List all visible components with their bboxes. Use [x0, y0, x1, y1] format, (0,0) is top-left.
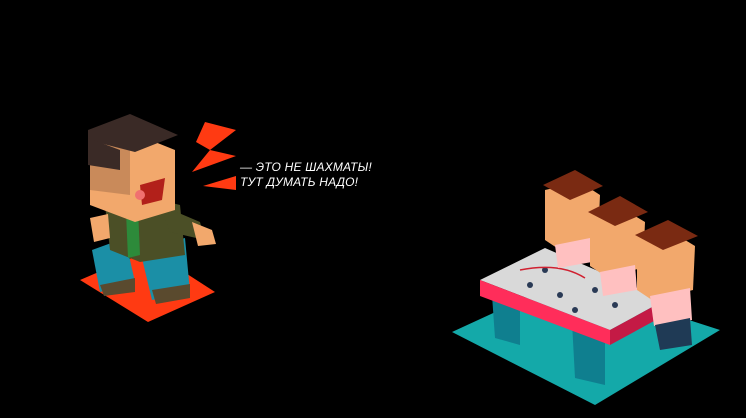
speech-line-1: — ЭТО НЕ ШАХМАТЫ!: [240, 160, 372, 174]
spectator-1: [543, 170, 603, 268]
speech-text: — ЭТО НЕ ШАХМАТЫ! ТУТ ДУМАТЬ НАДО!: [240, 160, 372, 190]
spectator-3: [635, 220, 698, 350]
speech-line-2: ТУТ ДУМАТЬ НАДО!: [240, 175, 359, 189]
table-hockey-scene: [452, 170, 720, 405]
spectator-2: [588, 196, 648, 296]
anger-lightning-icon: [192, 122, 236, 190]
angry-player-character: [80, 114, 216, 322]
